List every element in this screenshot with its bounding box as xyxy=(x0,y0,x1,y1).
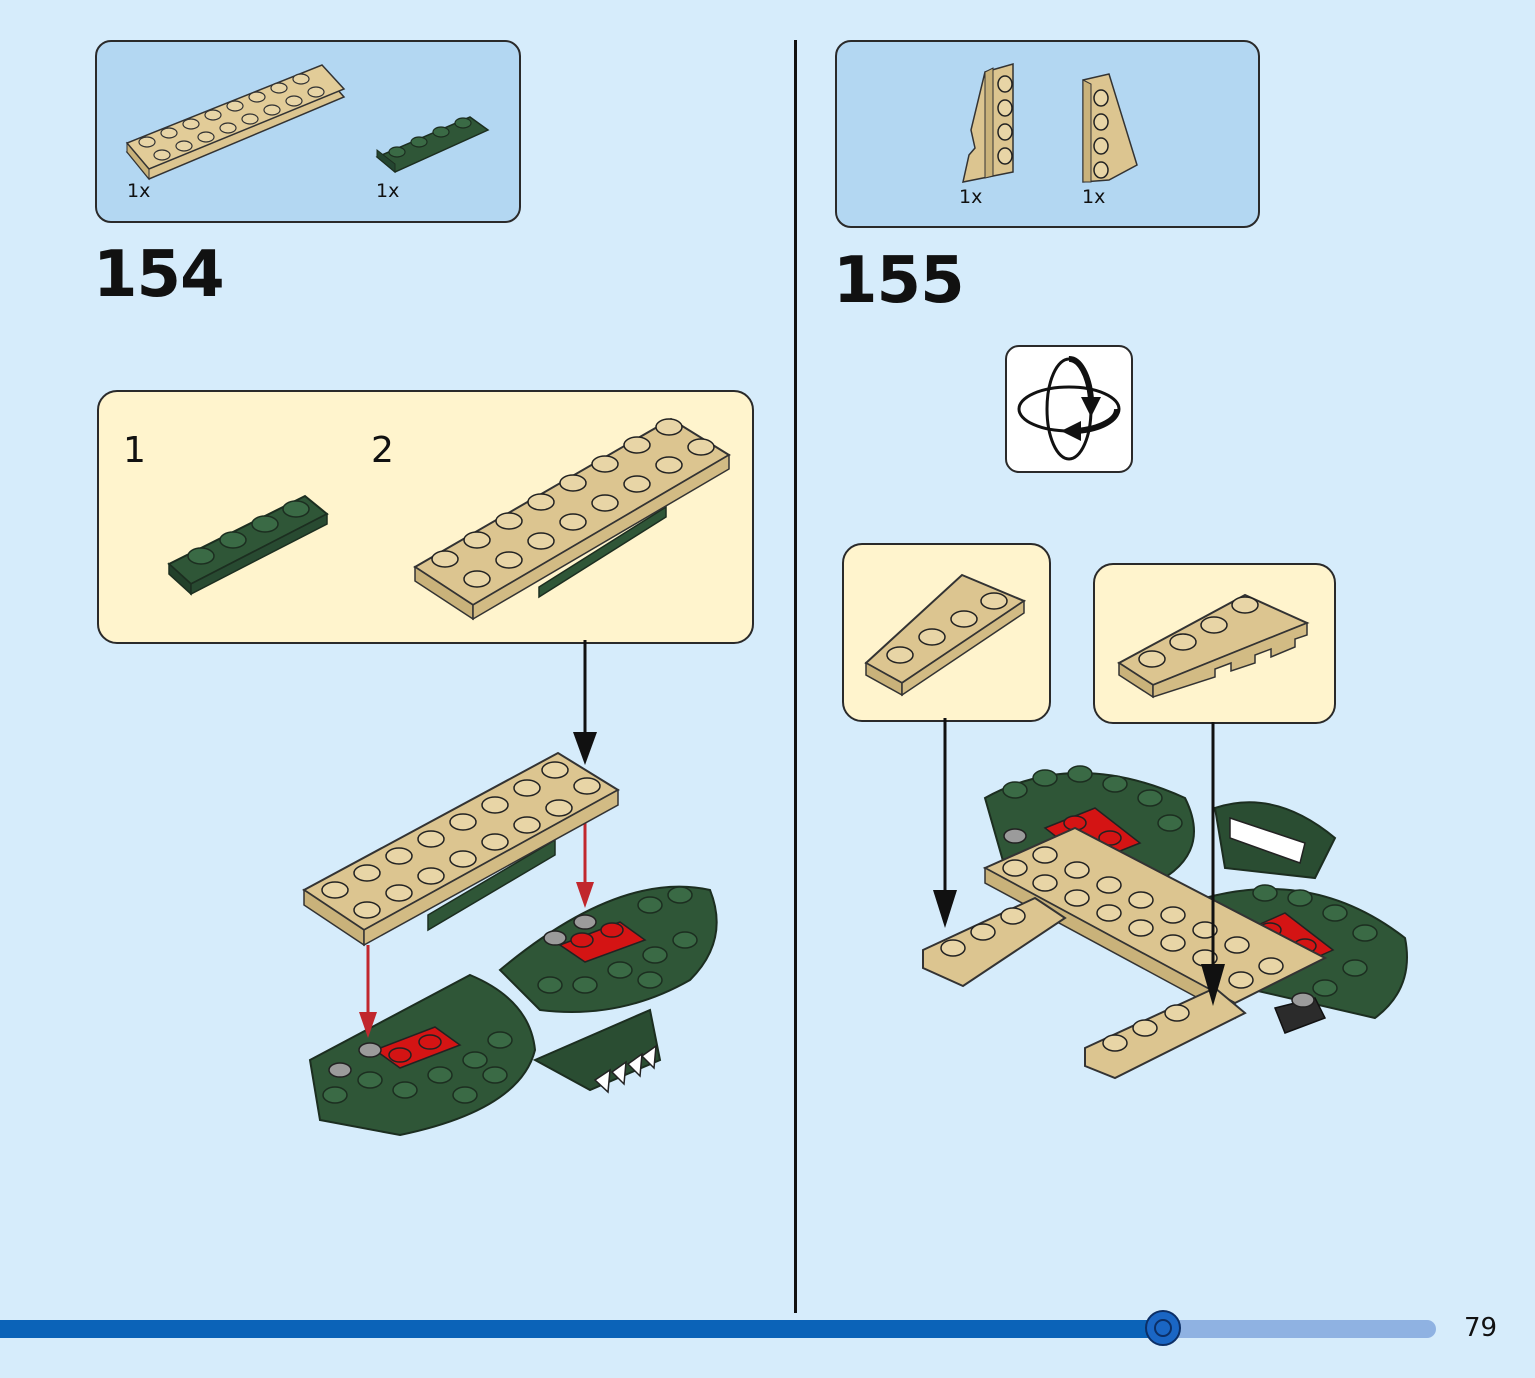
progress-fill xyxy=(0,1320,1163,1338)
tan-wing-plate-right-part xyxy=(1082,73,1138,183)
red-arrow-head xyxy=(576,882,594,908)
green-plate-under xyxy=(427,838,556,932)
tan-plate-2x8-part xyxy=(125,64,346,181)
sub-step-2-tan-plate xyxy=(413,417,731,621)
wing-right-callout-155 xyxy=(1093,563,1336,724)
progress-bar xyxy=(0,1320,1436,1338)
red-plate-right xyxy=(558,921,647,963)
sub-step-2-label: 2 xyxy=(371,430,394,471)
tan-wing-right-model xyxy=(1084,986,1247,1080)
step-number-155: 155 xyxy=(833,244,965,318)
part-quantity-label: 1x xyxy=(127,180,151,202)
sub-assembly-callout-154: 1 2 xyxy=(97,390,754,644)
rotate-model-icon xyxy=(1005,345,1133,473)
wing-left-callout-155 xyxy=(842,543,1051,722)
teeth xyxy=(593,1044,657,1094)
sub-step-1-green-plate xyxy=(167,494,329,596)
arrow-head xyxy=(933,890,957,928)
sub-step-1-label: 1 xyxy=(123,430,146,471)
part-quantity-label: 1x xyxy=(376,180,400,202)
step-155-assembly xyxy=(922,718,1408,1080)
tan-wing-left-model xyxy=(922,896,1067,988)
arrow-head xyxy=(1201,964,1225,1006)
progress-marker xyxy=(1145,1310,1181,1346)
tan-wing-plate-left-part xyxy=(962,63,1014,183)
red-arrow-head xyxy=(359,1012,377,1038)
column-divider xyxy=(794,40,797,1313)
part-quantity-label: 1x xyxy=(1082,186,1106,208)
step-number-154: 154 xyxy=(93,238,225,312)
page-number: 79 xyxy=(1464,1313,1498,1343)
step-154-assembly xyxy=(302,640,718,1137)
green-head xyxy=(532,1008,662,1092)
arrow-head xyxy=(573,732,597,765)
parts-list-step-155: 1x 1x xyxy=(835,40,1260,228)
dark-green-plate-1x4-part xyxy=(375,116,490,174)
parts-list-step-154: 1x 1x xyxy=(95,40,521,223)
part-quantity-label: 1x xyxy=(959,186,983,208)
